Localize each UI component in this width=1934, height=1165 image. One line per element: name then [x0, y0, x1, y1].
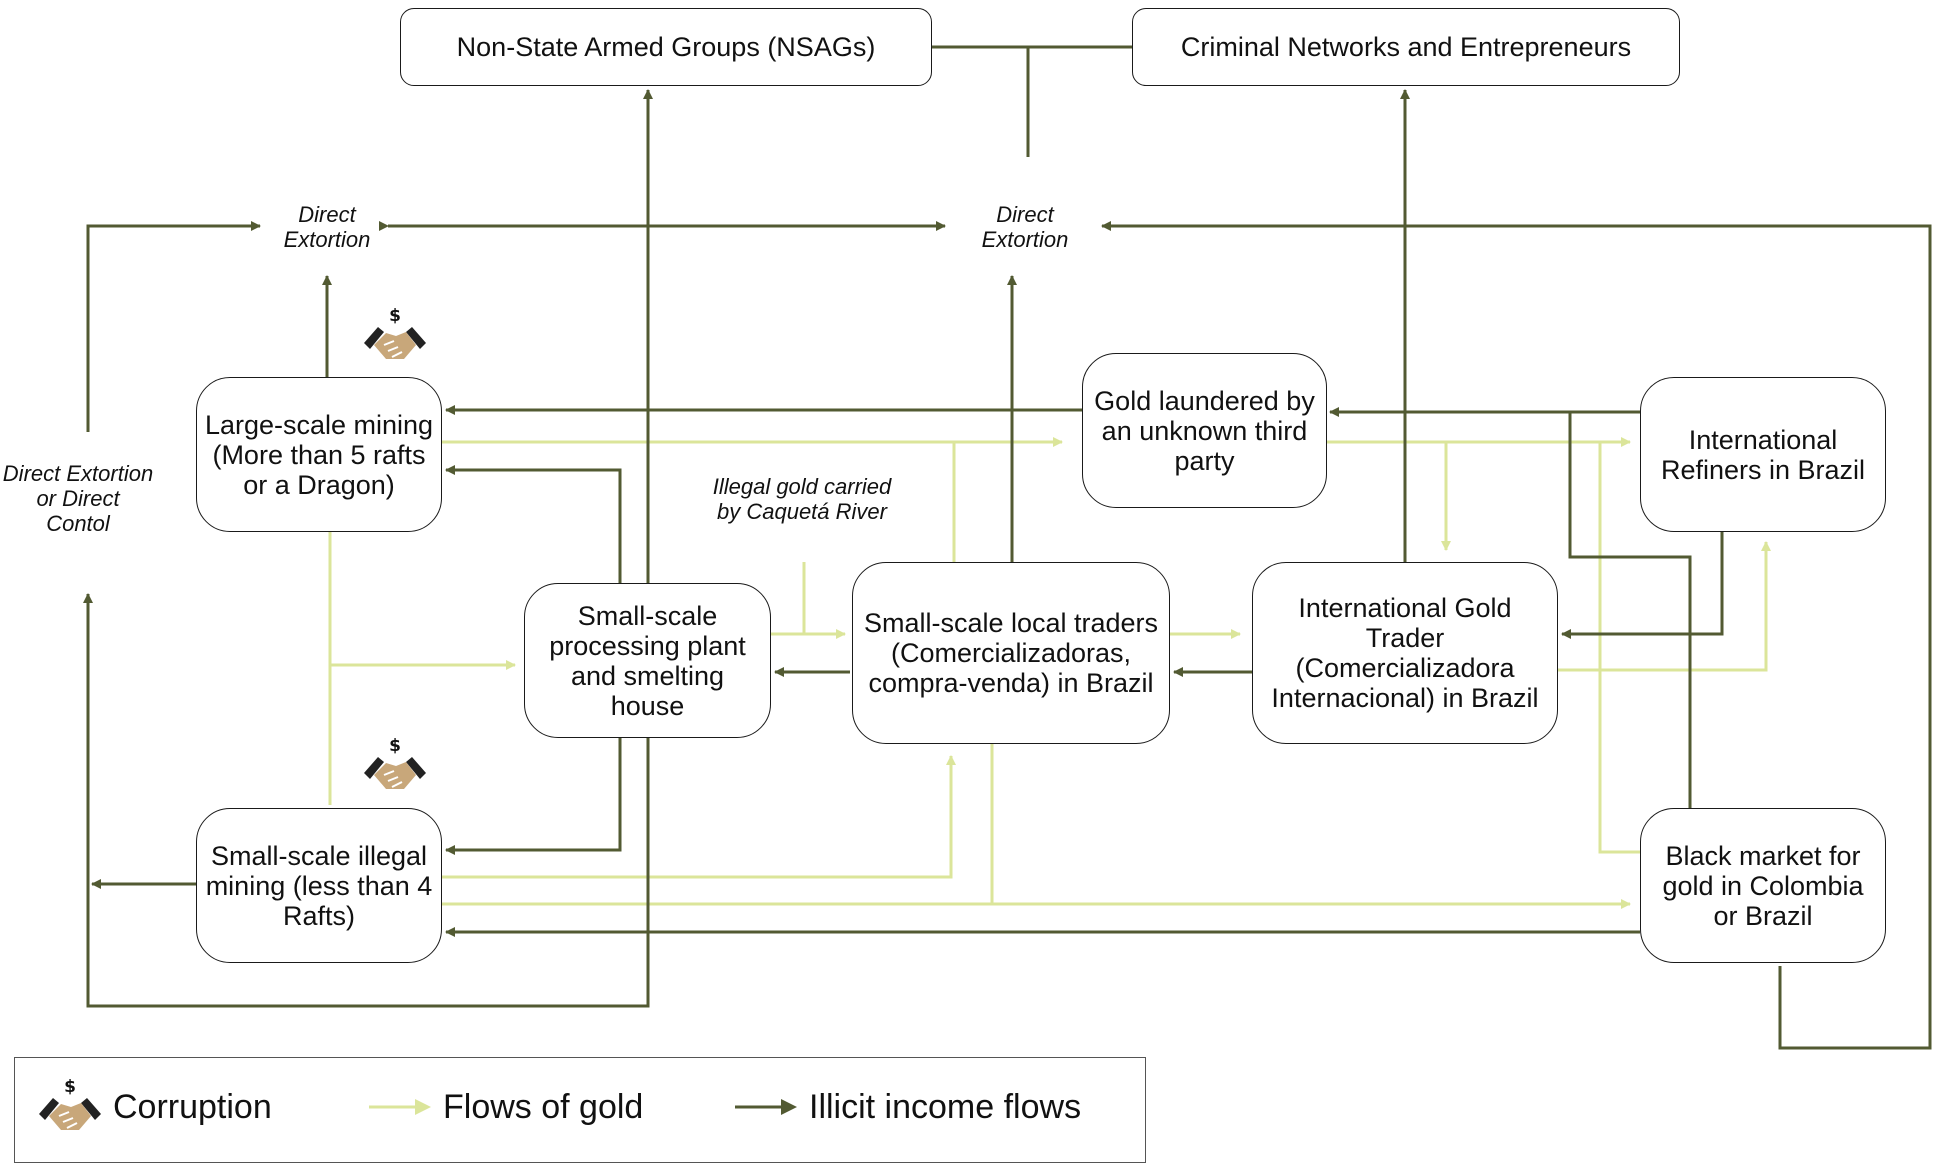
income-left-control — [86, 221, 261, 432]
annotation-extortion-control: Direct Extortion or Direct Contol — [2, 461, 154, 536]
income-processing-to-large — [445, 465, 622, 583]
income-black-market-loop — [1101, 221, 1932, 1050]
legend-label-corruption: Corruption — [113, 1087, 272, 1126]
node-intl-gold-trader-label: International Gold Trader (Comercializad… — [1271, 593, 1539, 713]
node-small-scale-mining-label: Small-scale illegal mining (less than 4 … — [205, 840, 433, 931]
node-criminal-networks: Criminal Networks and Entrepreneurs — [1132, 8, 1680, 86]
legend: $ Corruption Flows of gold Illicit incom… — [14, 1057, 1146, 1163]
node-processing-plant-label: Small-scale processing plant and smeltin… — [549, 600, 746, 721]
income-flow-lines — [83, 45, 1932, 1050]
gold-flow-intl-to-refiners — [1558, 541, 1771, 672]
corruption-icon-large-mining: $ — [364, 306, 426, 359]
handshake-dollar-icon: $ — [39, 1077, 101, 1130]
corruption-icon-small-mining: $ — [364, 736, 426, 789]
legend-item-income-flow: Illicit income flows — [733, 1082, 1081, 1132]
node-local-traders-label: Small-scale local traders (Comercializad… — [863, 608, 1159, 698]
node-local-traders: Small-scale local traders (Comercializad… — [852, 562, 1170, 744]
gold-flow-black-market-up — [1598, 442, 1640, 854]
annotation-extortion-left: Direct Extortion — [283, 202, 371, 252]
annotation-caqueta-river: Illegal gold carried by Caquetá River — [712, 474, 892, 524]
gold-flow-lines — [328, 437, 1771, 909]
node-intl-gold-trader: International Gold Trader (Comercializad… — [1252, 562, 1558, 744]
node-criminal-networks-label: Criminal Networks and Entrepreneurs — [1180, 32, 1632, 62]
node-processing-plant: Small-scale processing plant and smeltin… — [524, 583, 771, 738]
node-black-market: Black market for gold in Colombia or Bra… — [1640, 808, 1886, 963]
legend-label-income-flow: Illicit income flows — [809, 1087, 1082, 1126]
node-nsag: Non-State Armed Groups (NSAGs) — [400, 8, 932, 86]
node-international-refiners-label: International Refiners in Brazil — [1660, 424, 1866, 485]
gold-flow-arrow-icon — [369, 1099, 431, 1115]
legend-item-corruption: $ Corruption — [37, 1077, 272, 1132]
node-gold-laundered: Gold laundered by an unknown third party — [1082, 353, 1327, 508]
node-large-scale-mining-label: Large-scale mining (More than 5 rafts or… — [204, 409, 434, 500]
annotation-extortion-center: Direct Extortion — [981, 202, 1069, 252]
legend-label-gold-flow: Flows of gold — [443, 1087, 644, 1126]
svg-text:$: $ — [389, 736, 401, 756]
node-international-refiners: International Refiners in Brazil — [1640, 377, 1886, 532]
income-processing-to-small — [445, 738, 622, 855]
node-gold-laundered-label: Gold laundered by an unknown third party — [1094, 385, 1315, 476]
income-flow-arrow-icon — [735, 1099, 797, 1115]
node-black-market-label: Black market for gold in Colombia or Bra… — [1662, 840, 1864, 931]
income-bottom-loop — [83, 593, 650, 1008]
node-small-scale-mining: Small-scale illegal mining (less than 4 … — [196, 808, 442, 963]
node-nsag-label: Non-State Armed Groups (NSAGs) — [456, 32, 876, 62]
svg-text:$: $ — [64, 1077, 76, 1097]
gold-flow-small-to-traders — [442, 755, 956, 879]
node-large-scale-mining: Large-scale mining (More than 5 rafts or… — [196, 377, 442, 532]
income-black-market-up — [1568, 412, 1692, 808]
svg-text:$: $ — [389, 306, 401, 326]
legend-item-gold-flow: Flows of gold — [367, 1082, 643, 1132]
income-refiners-to-intl — [1561, 532, 1724, 639]
